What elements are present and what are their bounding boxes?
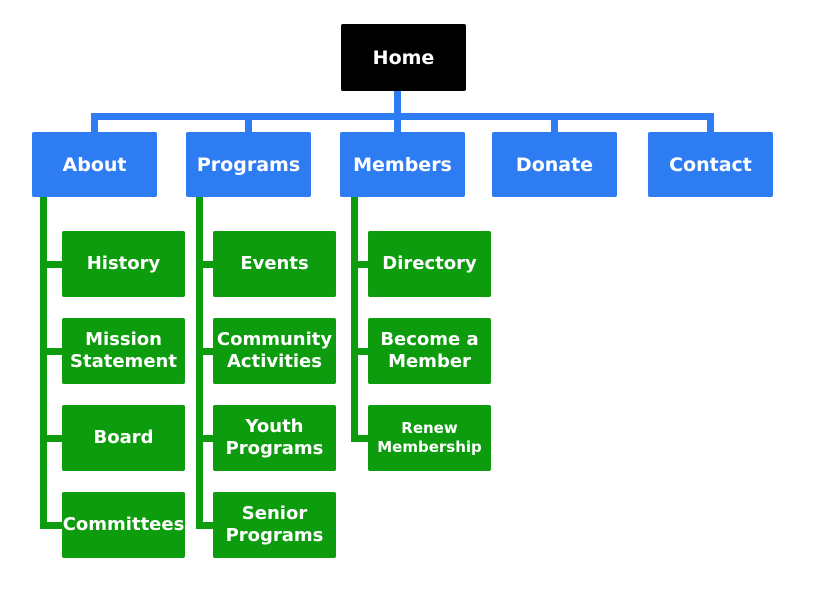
node-donate-label: Donate <box>515 153 594 176</box>
connector-spine-members <box>351 196 358 442</box>
connector-level1-bus <box>91 113 714 120</box>
connector-home-drop <box>394 91 401 114</box>
connector-stub-committees <box>40 522 62 529</box>
connector-stub-community-activities <box>196 348 213 355</box>
node-senior-programs-label: Senior Programs <box>225 503 324 546</box>
connector-stub-events <box>196 261 213 268</box>
connector-drop-programs <box>245 120 252 133</box>
node-board-label: Board <box>93 427 154 448</box>
node-about-label: About <box>62 153 127 176</box>
connector-stub-become-a-member <box>351 348 368 355</box>
connector-drop-donate <box>551 120 558 133</box>
node-committees-label: Committees <box>62 514 185 535</box>
node-programs-label: Programs <box>196 153 301 176</box>
node-events-label: Events <box>240 253 309 274</box>
connector-stub-directory <box>351 261 368 268</box>
node-members: Members <box>340 132 465 197</box>
node-youth-programs-label: Youth Programs <box>225 416 324 459</box>
connector-spine-programs <box>196 196 203 529</box>
connector-drop-about <box>91 120 98 133</box>
node-history-label: History <box>86 253 161 274</box>
connector-stub-history <box>40 261 62 268</box>
node-mission-statement-label: Mission Statement <box>70 329 177 372</box>
connector-stub-senior-programs <box>196 522 213 529</box>
node-board: Board <box>62 405 185 471</box>
node-home-label: Home <box>372 46 435 69</box>
node-about: About <box>32 132 157 197</box>
node-become-a-member-label: Become a Member <box>380 329 479 372</box>
node-contact-label: Contact <box>669 153 752 176</box>
node-history: History <box>62 231 185 297</box>
node-directory-label: Directory <box>382 253 477 274</box>
node-senior-programs: Senior Programs <box>213 492 336 558</box>
node-directory: Directory <box>368 231 491 297</box>
connector-drop-contact <box>707 120 714 133</box>
node-become-a-member: Become a Member <box>368 318 491 384</box>
connector-spine-about <box>40 196 47 529</box>
node-renew-membership: Renew Membership <box>368 405 491 471</box>
node-youth-programs: Youth Programs <box>213 405 336 471</box>
node-committees: Committees <box>62 492 185 558</box>
connector-stub-mission-statement <box>40 348 62 355</box>
node-members-label: Members <box>353 153 452 176</box>
node-renew-membership-label: Renew Membership <box>377 419 482 456</box>
node-programs: Programs <box>186 132 311 197</box>
connector-stub-renew-membership <box>351 435 368 442</box>
node-home: Home <box>341 24 466 91</box>
node-mission-statement: Mission Statement <box>62 318 185 384</box>
connector-drop-members <box>394 120 401 133</box>
node-community-activities-label: Community Activities <box>216 329 333 372</box>
node-community-activities: Community Activities <box>213 318 336 384</box>
node-events: Events <box>213 231 336 297</box>
node-donate: Donate <box>492 132 617 197</box>
connector-stub-youth-programs <box>196 435 213 442</box>
node-contact: Contact <box>648 132 773 197</box>
connector-stub-board <box>40 435 62 442</box>
